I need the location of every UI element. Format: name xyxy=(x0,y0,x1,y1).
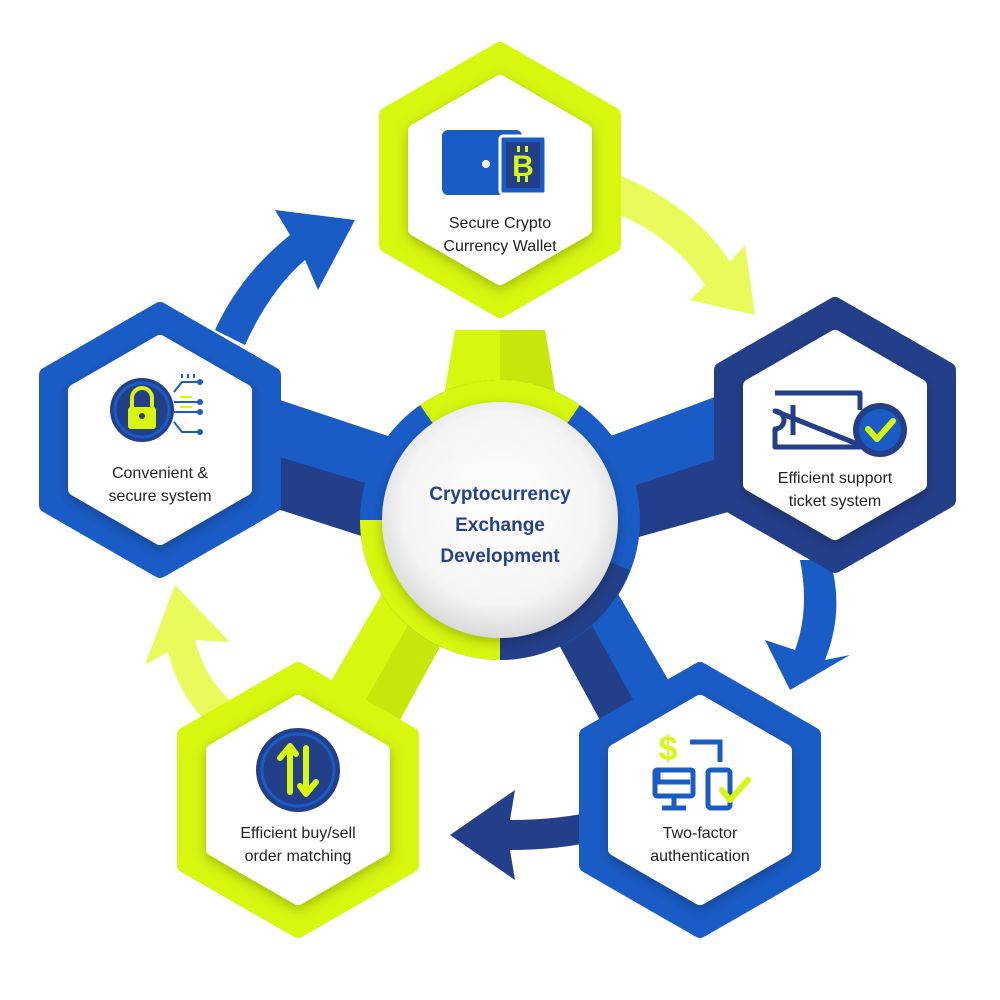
node-secure: Convenient & secure system xyxy=(39,302,281,578)
arrow-ticket-to-twofactor xyxy=(765,560,850,690)
node-ticket-label-line1: Efficient support xyxy=(778,470,893,487)
center-hub: Cryptocurrency Exchange Development xyxy=(360,379,640,660)
cycle-arrows xyxy=(145,170,850,880)
node-wallet: B Secure Crypto Currency Wallet xyxy=(379,42,621,318)
bitcoin-wallet-icon: B xyxy=(442,130,548,196)
node-ticket-label-line2: ticket system xyxy=(789,493,881,510)
center-title-line2: Exchange xyxy=(455,515,545,536)
node-matching-label-line1: Efficient buy/sell xyxy=(240,825,355,842)
node-wallet-label-line1: Secure Crypto xyxy=(449,215,551,232)
node-matching: Efficient buy/sell order matching xyxy=(177,662,419,938)
node-ticket: Efficient support ticket system xyxy=(714,297,956,573)
svg-text:$: $ xyxy=(659,730,678,768)
node-twofactor: $ Two-factor authentication xyxy=(579,662,821,938)
node-wallet-label-line2: Currency Wallet xyxy=(443,238,557,255)
secure-lock-icon xyxy=(110,374,203,442)
center-title-line1: Cryptocurrency xyxy=(429,484,571,505)
node-secure-label-line1: Convenient & xyxy=(112,465,208,482)
node-matching-label-line2: order matching xyxy=(245,848,352,865)
ticket-check-icon xyxy=(772,390,907,457)
node-twofactor-label-line2: authentication xyxy=(650,848,750,865)
arrow-twofactor-to-matching xyxy=(450,790,600,880)
arrow-wallet-to-ticket xyxy=(590,170,755,315)
two-factor-icon: $ xyxy=(652,730,751,811)
buy-sell-arrows-icon xyxy=(256,728,340,812)
svg-text:B: B xyxy=(512,150,534,183)
node-twofactor-label-line1: Two-factor xyxy=(663,825,738,842)
arrow-secure-to-wallet xyxy=(215,210,355,345)
arrow-matching-to-secure xyxy=(145,585,235,730)
node-secure-label-line2: secure system xyxy=(108,488,211,505)
center-title-line3: Development xyxy=(440,546,560,567)
